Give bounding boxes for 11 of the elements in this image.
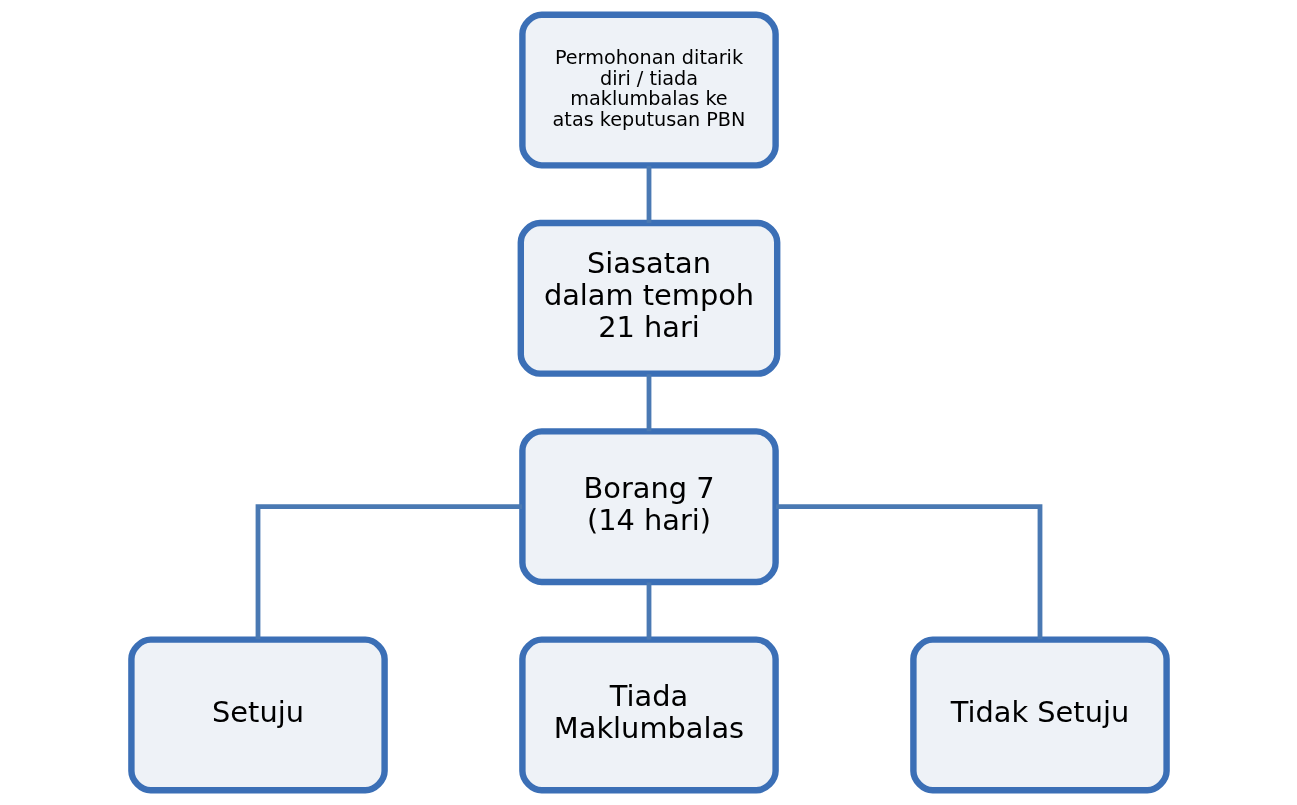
node-box: Permohonan ditarik diri / tiada maklumbalas ke atas keputusan PBN (518, 11, 779, 169)
connector (255, 504, 522, 640)
connector (646, 582, 651, 640)
node-box: Siasatan dalam tempoh 21 hari (517, 219, 780, 377)
node-box: Tidak Setuju (909, 636, 1170, 794)
connector (646, 165, 651, 223)
node-box: Setuju (127, 636, 388, 794)
node-box: Tiada Maklumbalas (518, 636, 779, 794)
connector (646, 374, 651, 432)
node-box: Borang 7 (14 hari) (518, 428, 779, 586)
connector (775, 504, 1042, 640)
